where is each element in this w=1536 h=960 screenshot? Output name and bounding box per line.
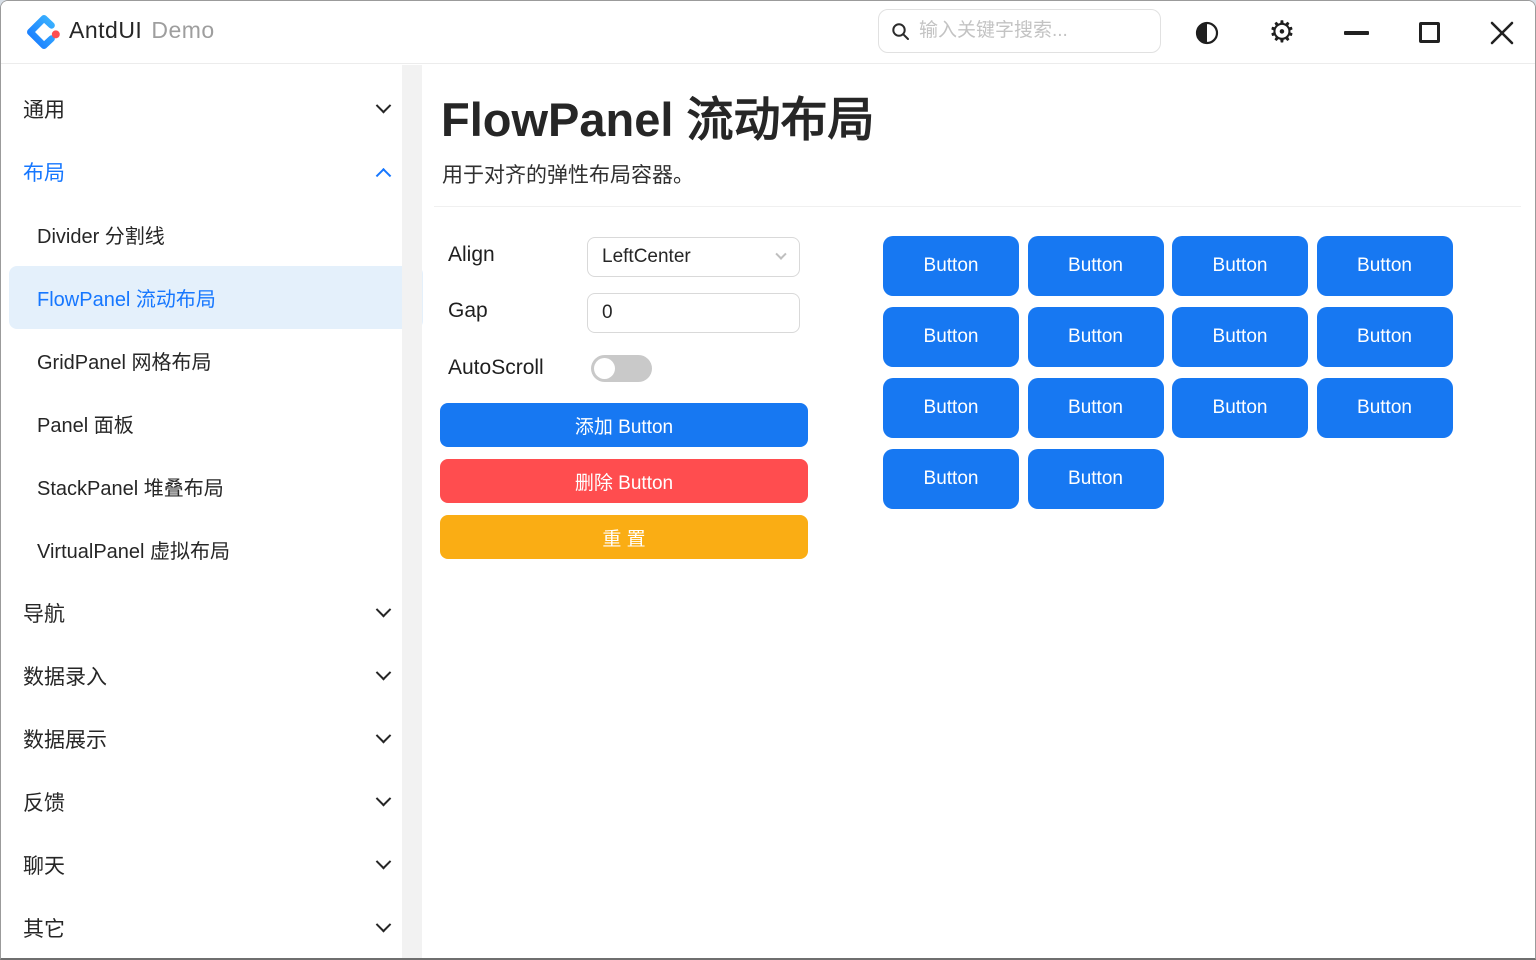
sidebar-item[interactable]: 导航 [9, 581, 423, 644]
sidebar-item-label: 导航 [23, 602, 65, 626]
flow-button[interactable]: Button [883, 378, 1019, 438]
flow-button[interactable]: Button [1027, 236, 1164, 296]
delete-button[interactable]: 删除 Button [440, 459, 808, 503]
sidebar-scrollbar-track[interactable] [402, 65, 820, 958]
maximize-icon [1418, 22, 1440, 43]
add-button[interactable]: 添加 Button [440, 403, 808, 447]
contrast-icon [1195, 21, 1219, 44]
flow-button[interactable]: Button [1172, 378, 1308, 438]
divider [434, 206, 1521, 207]
chevron-down-icon [375, 853, 392, 870]
sidebar-item[interactable]: 布局 [9, 140, 423, 203]
sidebar-item-label: 其它 [23, 917, 65, 941]
align-select-value: LeftCenter [602, 246, 691, 267]
gap-label: Gap [448, 299, 488, 322]
flow-button[interactable]: Button [883, 307, 1019, 367]
gear-icon: ⚙ [1268, 15, 1296, 49]
flow-button[interactable]: Button [1172, 307, 1308, 367]
sidebar-item[interactable]: Divider 分割线 [9, 203, 423, 266]
sidebar-item[interactable]: GridPanel 网格布局 [9, 329, 423, 392]
search-input[interactable] [919, 20, 1148, 42]
sidebar-item-label: VirtualPanel 虚拟布局 [37, 541, 231, 563]
sidebar-item[interactable]: Panel 面板 [9, 392, 423, 455]
align-label: Align [448, 243, 495, 266]
app-title: AntdUI Demo [69, 17, 215, 44]
antdui-logo-icon [27, 15, 60, 49]
flow-button[interactable]: Button [1316, 236, 1453, 296]
flow-button[interactable]: Button [1027, 307, 1164, 367]
chevron-down-icon [375, 790, 392, 807]
flow-button[interactable]: Button [1316, 378, 1453, 438]
main-content: FlowPanel 流动布局 用于对齐的弹性布局容器。 Align LeftCe… [434, 65, 1535, 958]
sidebar-item[interactable]: 数据展示 [9, 707, 423, 770]
chevron-down-icon [375, 664, 392, 681]
sidebar-item-label: 布局 [23, 161, 65, 185]
flow-button[interactable]: Button [883, 449, 1019, 509]
sidebar-item-label: GridPanel 网格布局 [37, 352, 212, 374]
sidebar-item-label: Panel 面板 [37, 415, 134, 437]
sidebar-item-label: StackPanel 堆叠布局 [37, 478, 224, 500]
flow-button[interactable]: Button [1316, 307, 1453, 367]
sidebar-item-label: FlowPanel 流动布局 [37, 289, 216, 311]
sidebar-item[interactable]: 反馈 [9, 770, 423, 833]
sidebar-item[interactable]: FlowPanel 流动布局 [9, 266, 423, 329]
autoscroll-label: AutoScroll [448, 356, 544, 379]
reset-button[interactable]: 重 置 [440, 515, 808, 559]
flow-button[interactable]: Button [1027, 449, 1164, 509]
chevron-up-icon [375, 167, 392, 184]
sidebar-item[interactable]: VirtualPanel 虚拟布局 [9, 518, 423, 581]
sidebar-item-label: Divider 分割线 [37, 226, 165, 248]
sidebar: 通用布局 Divider 分割线 FlowPanel 流动布局 GridPanel 网… [1, 65, 426, 958]
chevron-down-icon [375, 97, 392, 114]
titlebar: AntdUI Demo ⚙ [1, 1, 1535, 64]
flow-button[interactable]: Button [883, 236, 1019, 296]
gap-input[interactable] [587, 293, 800, 333]
settings-button[interactable]: ⚙ [1258, 1, 1306, 64]
sidebar-item-label: 反馈 [23, 791, 65, 815]
minimize-button[interactable] [1332, 1, 1380, 64]
sidebar-item-label: 聊天 [23, 854, 65, 878]
sidebar-item[interactable]: 聊天 [9, 833, 423, 896]
page-subtitle: 用于对齐的弹性布局容器。 [442, 164, 694, 187]
autoscroll-toggle[interactable] [591, 355, 652, 382]
sidebar-menu: 通用布局 Divider 分割线 FlowPanel 流动布局 GridPanel 网… [1, 77, 426, 958]
app-subtitle: Demo [151, 17, 215, 43]
close-icon [1490, 21, 1514, 44]
sidebar-item-label: 数据录入 [23, 665, 107, 689]
flow-button[interactable]: Button [1172, 236, 1308, 296]
align-select[interactable]: LeftCenter [587, 237, 800, 277]
sidebar-item[interactable]: StackPanel 堆叠布局 [9, 455, 423, 518]
chevron-down-icon [375, 601, 392, 618]
sidebar-item[interactable]: 数据录入 [9, 644, 423, 707]
search-box[interactable] [878, 9, 1161, 53]
close-button[interactable] [1478, 1, 1526, 64]
chevron-down-icon [775, 248, 787, 260]
toggle-knob-icon [594, 358, 615, 379]
chevron-down-icon [375, 727, 392, 744]
page-title: FlowPanel 流动布局 [441, 93, 875, 146]
app-name: AntdUI [69, 17, 143, 43]
chevron-down-icon [375, 916, 392, 933]
sidebar-item-label: 通用 [23, 98, 65, 122]
flow-button[interactable]: Button [1027, 378, 1164, 438]
search-icon [892, 22, 909, 40]
sidebar-item[interactable]: 其它 [9, 896, 423, 958]
theme-toggle-button[interactable] [1183, 1, 1231, 64]
sidebar-item[interactable]: 通用 [9, 77, 423, 140]
minimize-icon [1343, 30, 1369, 35]
sidebar-item-label: 数据展示 [23, 728, 107, 752]
maximize-button[interactable] [1405, 1, 1453, 64]
